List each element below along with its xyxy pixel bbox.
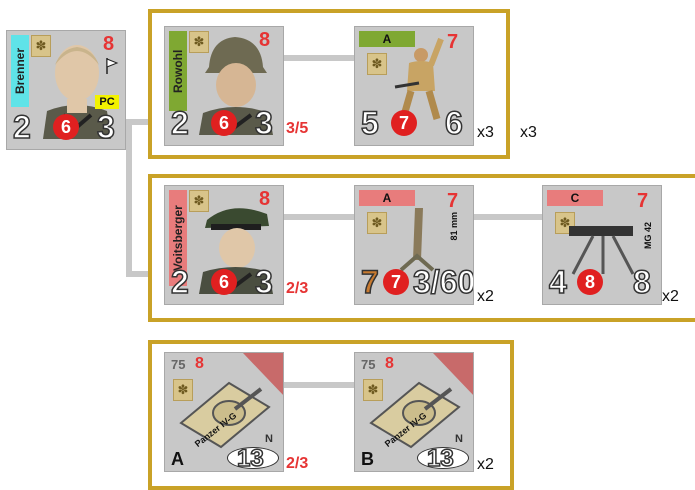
mg-stat-mid: 8: [577, 269, 603, 295]
mortar-stat-mid: 7: [383, 269, 409, 295]
mg-tag: C: [547, 190, 603, 206]
mg-weapon-label: MG 42: [643, 222, 653, 249]
mortar-counter-a[interactable]: A 7 ✽ 81 mm 7 7 3/60: [354, 185, 474, 305]
tank-figure: [365, 373, 465, 453]
mortar-weapon-label: 81 mm: [449, 212, 459, 241]
voitsberger-stat-right: 3: [255, 266, 273, 298]
voitsberger-stat-mid: 6: [211, 269, 237, 295]
tank-a-morale: 8: [195, 355, 204, 373]
squad-stat-right: 6: [445, 107, 463, 139]
tank-multiplier: x2: [477, 456, 494, 474]
squad-multiplier: x3: [477, 124, 494, 142]
tank-a-armor: 13: [237, 443, 264, 472]
rowohl-stat-right: 3: [255, 107, 273, 139]
squad-stat-left: 5: [361, 107, 379, 139]
pc-badge: PC: [95, 95, 119, 109]
leader-counter-rowohl[interactable]: Rowohl ✽ 8 2 6 3: [164, 26, 284, 146]
palm-icon: ✽: [189, 31, 209, 53]
leader-counter-brenner[interactable]: Brenner ✽ 8 PC 2 6 3: [6, 30, 126, 150]
mg-stat-left: 4: [549, 266, 567, 298]
palm-icon: ✽: [189, 190, 209, 212]
group1-ratio: 3/5: [286, 120, 308, 138]
voitsberger-morale: 8: [259, 188, 270, 211]
tank-figure: [175, 373, 275, 453]
soldier-figure: [389, 33, 453, 123]
connector-brenner-vertical: [126, 119, 132, 277]
mortar-figure: [395, 206, 435, 272]
mg-counter-c[interactable]: C 7 ✽ MG 42 4 8 8: [542, 185, 662, 305]
rowohl-stat-left: 2: [171, 107, 189, 139]
mortar-multiplier: x2: [477, 288, 494, 306]
leader-counter-voitsberger[interactable]: Voitsberger ✽ 8 2 6 3: [164, 185, 284, 305]
tank-counter-b[interactable]: 75 8 ✽ Panzer IV-G B N 13: [354, 352, 474, 472]
palm-icon: ✽: [31, 35, 51, 57]
tank-a-gun: 75: [171, 357, 185, 372]
mortar-tag: A: [359, 190, 415, 206]
mg-multiplier: x2: [662, 288, 679, 306]
tank-a-class: N: [265, 433, 273, 445]
mg-stat-right: 8: [633, 266, 651, 298]
tank-b-armor: 13: [427, 443, 454, 472]
mortar-stat-left: 7: [361, 266, 379, 298]
mortar-stat-right: 3/60: [413, 266, 474, 298]
rowohl-name: Rowohl: [171, 35, 189, 107]
leader-stat-mid: 6: [53, 114, 79, 140]
voitsberger-stat-left: 2: [171, 266, 189, 298]
palm-icon: ✽: [367, 53, 387, 75]
tank-a-letter: A: [171, 449, 184, 470]
group3-ratio: 2/3: [286, 455, 308, 473]
leader-stat-left: 2: [13, 111, 31, 143]
tank-b-class: N: [455, 433, 463, 445]
group1-multiplier: x3: [520, 124, 537, 142]
mortar-morale: 7: [447, 190, 458, 213]
squad-counter-a[interactable]: A 7 ✽ 5 7 6: [354, 26, 474, 146]
leader-name: Brenner: [13, 37, 31, 105]
rowohl-stat-mid: 6: [211, 110, 237, 136]
leader-morale: 8: [103, 33, 114, 56]
tank-b-letter: B: [361, 449, 374, 470]
tank-counter-a[interactable]: 75 8 ✽ Panzer IV-G A N 13: [164, 352, 284, 472]
squad-stat-mid: 7: [391, 110, 417, 136]
flag-icon: [105, 57, 119, 75]
palm-icon: ✽: [367, 212, 387, 234]
leader-stat-right: 3: [97, 111, 115, 143]
tank-b-gun: 75: [361, 357, 375, 372]
group2-ratio: 2/3: [286, 280, 308, 298]
tank-b-morale: 8: [385, 355, 394, 373]
rowohl-morale: 8: [259, 29, 270, 52]
mg-figure: [563, 206, 643, 276]
